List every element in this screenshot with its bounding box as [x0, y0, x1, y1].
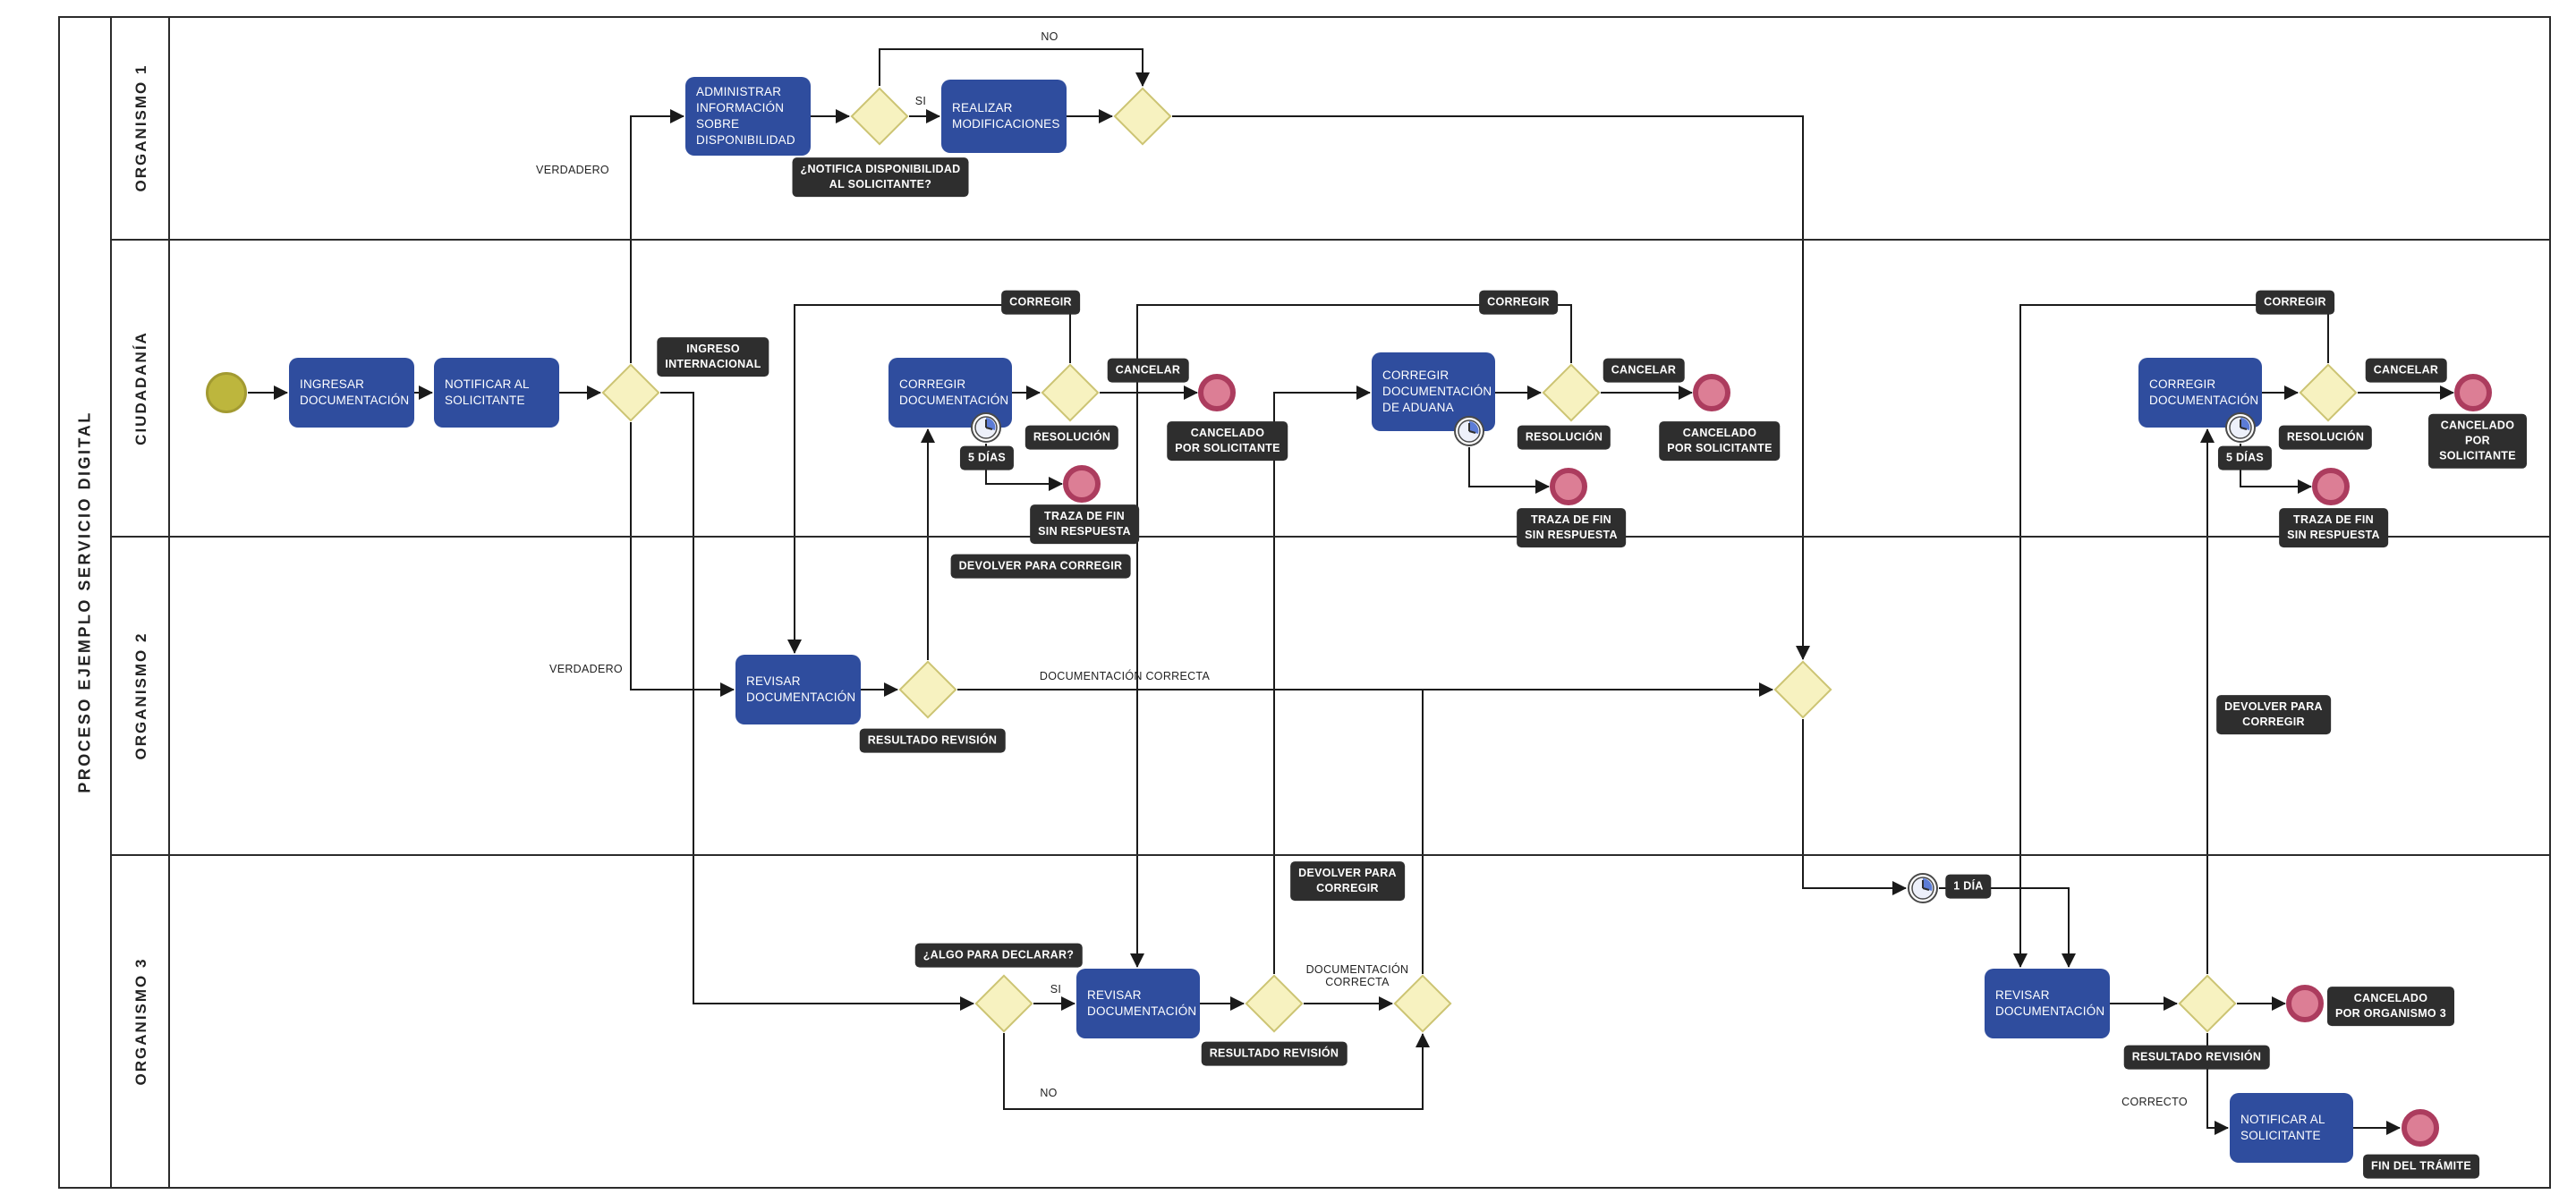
- lane-divider-1: [112, 239, 2551, 241]
- badge-corregir-1: CORREGIR: [1001, 290, 1080, 315]
- badge-algo-para-declarar: ¿ALGO PARA DECLARAR?: [914, 943, 1083, 968]
- flow-verdadero-revisar-org2: [630, 422, 735, 697]
- task-corregir-documentacion-aduana[interactable]: CORREGIR DOCUMENTACIÓN DE ADUANA: [1372, 352, 1495, 431]
- badge-fin-del-tramite: FIN DEL TRÁMITE: [2363, 1154, 2479, 1179]
- label-no-1: NO: [1041, 30, 1058, 43]
- event-end-cancelado-solicitante-3[interactable]: [2454, 374, 2492, 411]
- badge-traza-3: TRAZA DE FIN SIN RESPUESTA: [2279, 508, 2388, 547]
- label-correcto: CORRECTO: [2121, 1096, 2188, 1108]
- label-verdadero-2: VERDADERO: [549, 663, 623, 675]
- clock-icon: [1908, 873, 1938, 903]
- event-end-traza-3[interactable]: [2312, 468, 2350, 505]
- lane-divider-2: [112, 536, 2551, 538]
- badge-resolucion-2: RESOLUCIÓN: [1517, 425, 1611, 450]
- clock-icon: [971, 412, 1001, 443]
- badge-cancelar-3: CANCELAR: [2365, 358, 2447, 383]
- label-no-2: NO: [1040, 1087, 1058, 1099]
- flow-corregir-loop-org2: [787, 304, 1071, 654]
- clock-icon: [1454, 416, 1484, 446]
- flow-corregir-loop-org3a: [1130, 304, 1572, 968]
- badge-corregir-2: CORREGIR: [1479, 290, 1558, 315]
- badge-devolver-org3: DEVOLVER PARA CORREGIR: [1290, 861, 1405, 901]
- task-revisar-documentacion-org3-b[interactable]: REVISAR DOCUMENTACIÓN: [1985, 969, 2110, 1038]
- task-ingresar-documentacion[interactable]: INGRESAR DOCUMENTACIÓN: [289, 358, 414, 428]
- flow-ingreso-internacional: [660, 392, 974, 1011]
- flow-no-merge-org1: [879, 48, 1150, 87]
- flow-corregir-loop-org3b: [2013, 304, 2329, 968]
- badge-cancelado-solicitante-1: CANCELADO POR SOLICITANTE: [1167, 421, 1288, 461]
- badge-cancelar-2: CANCELAR: [1603, 358, 1685, 383]
- event-end-fin-tramite[interactable]: [2402, 1109, 2439, 1147]
- event-end-cancelado-org3[interactable]: [2286, 985, 2324, 1022]
- badge-resolucion-1: RESOLUCIÓN: [1024, 425, 1119, 450]
- label-documentacion-correcta-1: DOCUMENTACIÓN CORRECTA: [1039, 670, 1211, 682]
- pool-title-column: [58, 16, 112, 1189]
- badge-resolucion-3: RESOLUCIÓN: [2278, 425, 2373, 450]
- flow-org1-merge-principal: [1172, 115, 1810, 660]
- badge-5-dias-2: 5 DÍAS: [2217, 445, 2273, 470]
- badge-resultado-revision-2: RESULTADO REVISIÓN: [1201, 1041, 1348, 1066]
- label-documentacion-correcta-2: DOCUMENTACIÓN CORRECTA: [1305, 963, 1409, 988]
- badge-corregir-3: CORREGIR: [2256, 290, 2334, 315]
- lane-label-ciudadania: CIUDADANÍA: [132, 331, 149, 445]
- event-end-cancelado-solicitante-2[interactable]: [1693, 374, 1730, 411]
- task-revisar-documentacion-org2[interactable]: REVISAR DOCUMENTACIÓN: [735, 655, 861, 724]
- event-end-traza-2[interactable]: [1550, 468, 1587, 505]
- task-notificar-al-solicitante[interactable]: NOTIFICAR AL SOLICITANTE: [434, 358, 559, 428]
- badge-resultado-revision-3: RESULTADO REVISIÓN: [2123, 1045, 2270, 1070]
- badge-notifica-disponibilidad: ¿NOTIFICA DISPONIBILIDAD AL SOLICITANTE?: [792, 157, 969, 197]
- lane-label-organismo-2: ORGANISMO 2: [132, 631, 149, 760]
- badge-traza-1: TRAZA DE FIN SIN RESPUESTA: [1030, 504, 1139, 544]
- badge-ingreso-internacional: INGRESO INTERNACIONAL: [657, 337, 769, 377]
- badge-5-dias-1: 5 DÍAS: [959, 445, 1015, 470]
- flow-merge-timer-1dia: [1802, 719, 1907, 895]
- task-notificar-al-solicitante-2[interactable]: NOTIFICAR AL SOLICITANTE: [2230, 1093, 2353, 1163]
- task-administrar-informacion[interactable]: ADMINISTRAR INFORMACIÓN SOBRE DISPONIBIL…: [685, 77, 811, 156]
- timer-5-dias-1[interactable]: [970, 411, 1002, 444]
- label-verdadero-1: VERDADERO: [536, 164, 609, 176]
- clock-icon: [2225, 412, 2256, 443]
- lane-label-column: [112, 16, 170, 1189]
- flow-verdadero-administrar: [630, 109, 684, 363]
- event-end-cancelado-solicitante-1[interactable]: [1198, 374, 1236, 411]
- label-si-1: SI: [914, 95, 927, 107]
- flow-devolver-aduana: [1273, 385, 1371, 974]
- task-realizar-modificaciones[interactable]: REALIZAR MODIFICACIONES: [941, 80, 1067, 153]
- lane-label-organismo-3: ORGANISMO 3: [132, 957, 149, 1086]
- badge-devolver-final: DEVOLVER PARA CORREGIR: [2216, 695, 2331, 734]
- badge-cancelar-1: CANCELAR: [1107, 358, 1189, 383]
- lane-label-organismo-1: ORGANISMO 1: [132, 64, 149, 192]
- lane-divider-3: [112, 854, 2551, 856]
- event-end-traza-1[interactable]: [1063, 465, 1101, 503]
- task-corregir-documentacion-2[interactable]: CORREGIR DOCUMENTACIÓN: [2138, 358, 2262, 428]
- badge-resultado-revision-1: RESULTADO REVISIÓN: [859, 728, 1006, 753]
- badge-cancelado-solicitante-2: CANCELADO POR SOLICITANTE: [1659, 421, 1781, 461]
- timer-1-dia[interactable]: [1907, 872, 1939, 904]
- task-revisar-documentacion-org3-a[interactable]: REVISAR DOCUMENTACIÓN: [1076, 969, 1200, 1038]
- event-start[interactable]: [206, 372, 247, 413]
- badge-traza-2: TRAZA DE FIN SIN RESPUESTA: [1517, 508, 1626, 547]
- badge-cancelado-organismo-3: CANCELADO POR ORGANISMO 3: [2327, 987, 2454, 1026]
- badge-1-dia: 1 DÍA: [1945, 874, 1992, 899]
- label-si-2: SI: [1050, 983, 1062, 995]
- badge-devolver-org2: DEVOLVER PARA CORREGIR: [950, 554, 1131, 579]
- badge-cancelado-solicitante-3: CANCELADO POR SOLICITANTE: [2428, 413, 2527, 469]
- timer-5-dias-2[interactable]: [2224, 411, 2257, 444]
- flow-timer-revisar3b: [1939, 887, 2076, 968]
- flow-timer2-traza: [1468, 447, 1550, 494]
- pool-title: PROCESO EJEMPLO SERVICIO DIGITAL: [75, 411, 94, 793]
- timer-aduana[interactable]: [1453, 415, 1485, 447]
- flow-no-merge-org3: [1003, 1033, 1430, 1110]
